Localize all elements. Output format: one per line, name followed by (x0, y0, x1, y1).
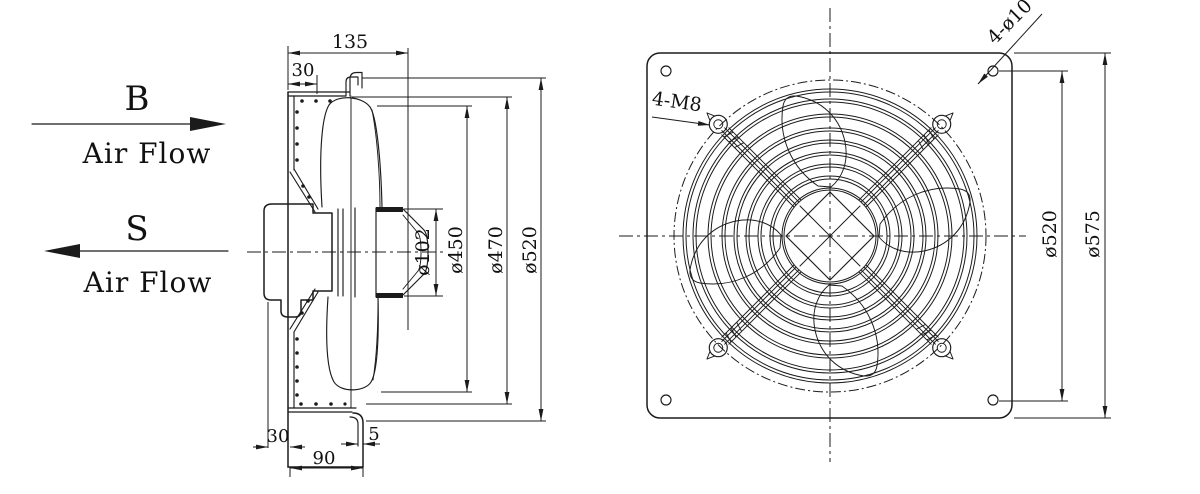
corner-holes (660, 65, 999, 406)
front-labels: 4-M8 4-ø10 (651, 0, 1043, 126)
leader-4m8 (651, 116, 711, 126)
front-extension-lines (999, 52, 1111, 419)
strut-bolt-boss (708, 338, 728, 358)
front-dimensions: ø520 ø575 (999, 52, 1111, 419)
front-view: 4-M8 4-ø10 ø520 ø575 (619, 0, 1111, 462)
guard-struts (706, 112, 954, 360)
extension-lines (267, 46, 546, 477)
strut-bolt-boss (932, 338, 952, 358)
strut-upper-left (706, 112, 802, 208)
strut-lower-right (858, 264, 954, 360)
dim-30-top-label: 30 (292, 60, 315, 81)
corner-hole-bottom-left (660, 394, 672, 406)
leader-4phi10 (977, 13, 1043, 85)
motor-body (263, 203, 333, 318)
airflow-s-letter: S (125, 209, 148, 249)
motor-assembly (247, 203, 447, 318)
bottom-bracket (287, 407, 357, 413)
top-blade-edge (371, 109, 381, 208)
strut-upper-right (858, 112, 954, 208)
label-4phi10: 4-ø10 (983, 0, 1037, 49)
dim-470-label: ø470 (485, 226, 507, 274)
top-blade-profile (320, 97, 383, 208)
side-dimensions: 135 30 ø102 ø450 ø470 ø520 30 90 (253, 31, 546, 477)
top-bracket (287, 91, 351, 97)
strut-bolt (936, 342, 947, 353)
corner-hole-top-right (987, 65, 999, 77)
airflow-b-caption: Air Flow (82, 137, 212, 170)
dim-90-label: 90 (313, 448, 336, 469)
top-hook-lip (345, 71, 363, 97)
corner-hole-top-left (660, 65, 672, 77)
airflow-b: B Air Flow (31, 79, 226, 170)
corner-hole-bottom-right (987, 394, 999, 406)
dim-520-side-label: ø520 (519, 226, 541, 274)
strut-bolt (713, 342, 724, 353)
label-4m8: 4-M8 (651, 88, 704, 117)
dim-102-label: ø102 (412, 228, 434, 276)
center-diamond (785, 191, 875, 281)
bottom-slant (289, 288, 319, 333)
dim-575-label: ø575 (1082, 210, 1104, 258)
hub-rim-top (376, 207, 403, 212)
airflow-b-letter: B (125, 79, 150, 119)
airflow-s: S Air Flow (44, 209, 229, 299)
side-view: 135 30 ø102 ø450 ø470 ø520 30 90 (247, 31, 546, 477)
strut-bolt (936, 119, 947, 130)
housing-profile (287, 71, 364, 468)
dim-30-bottom-label: 30 (267, 426, 290, 447)
bolt-pitch-circle (673, 79, 987, 393)
top-slant (289, 168, 319, 213)
airflow-b-arrowhead-right (190, 117, 226, 131)
strut-bolt-boss (932, 114, 952, 134)
dim-5-label: 5 (368, 424, 379, 445)
airflow-s-arrowhead-left (44, 244, 80, 258)
bottom-blade-profile (326, 296, 379, 391)
rivet-dots (295, 99, 347, 406)
strut-lower-left (706, 264, 802, 360)
center-diamond-diagonals (799, 205, 861, 267)
guard-rings (682, 88, 978, 384)
airflow-annotations: B Air Flow S Air Flow (31, 79, 229, 299)
hub-cone-inner (402, 214, 422, 290)
airflow-s-caption: Air Flow (83, 266, 213, 299)
hub-rim-bottom (376, 293, 403, 298)
mounting-foot (287, 412, 364, 468)
dim-135-label: 135 (332, 31, 368, 53)
strut-bolt-boss (708, 114, 728, 134)
bottom-blade-edge (372, 298, 379, 381)
dim-520-front-label: ø520 (1039, 210, 1061, 258)
foot-lip (349, 416, 359, 447)
strut-bolt (713, 119, 724, 130)
dim-450-label: ø450 (445, 226, 467, 274)
